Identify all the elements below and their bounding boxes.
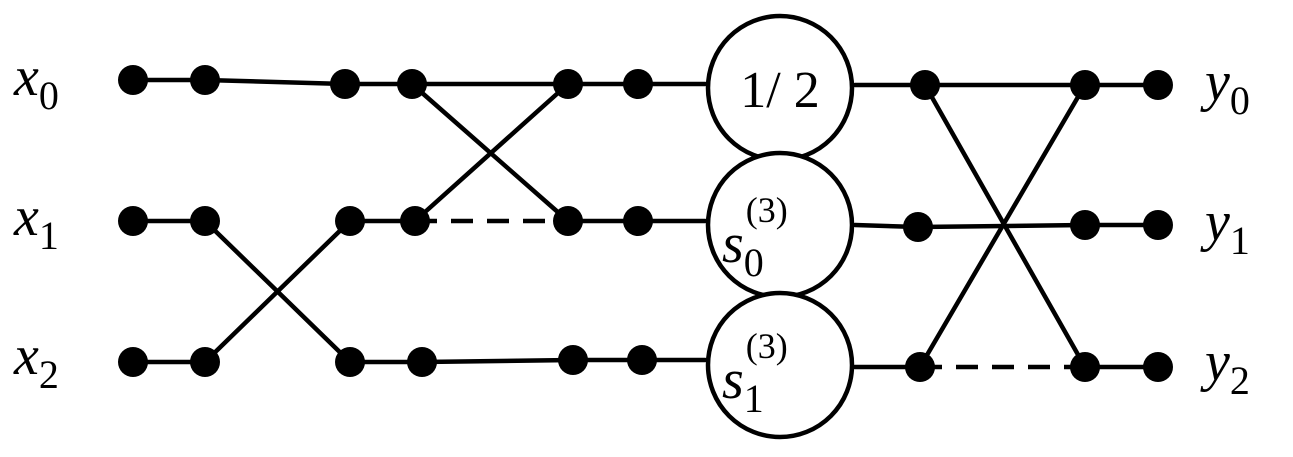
dot — [910, 70, 940, 100]
dashed-wires — [415, 218, 1085, 370]
dot — [553, 69, 583, 99]
dot — [190, 347, 220, 377]
dot — [1070, 70, 1100, 100]
node-s1 — [705, 290, 855, 440]
wire-row0-b — [202, 77, 348, 87]
dot — [400, 206, 430, 236]
node-s0-label: s0(3) — [722, 190, 788, 285]
node-s1-label: s1(3) — [722, 326, 788, 421]
dot — [330, 69, 360, 99]
dot — [397, 69, 427, 99]
dot — [558, 345, 588, 375]
dot — [190, 206, 220, 236]
dot — [1143, 210, 1173, 240]
dot — [118, 347, 148, 377]
wire-cross3-up — [917, 82, 1088, 370]
dot — [1143, 70, 1173, 100]
wire-cross2-up — [412, 81, 571, 224]
output-label-y1: y1 — [1200, 191, 1250, 263]
output-label-y0: y0 — [1200, 51, 1250, 123]
dot — [118, 206, 148, 236]
dot — [1070, 352, 1100, 382]
dot — [623, 206, 653, 236]
dot — [407, 347, 437, 377]
circle-nodes — [705, 13, 855, 440]
input-label-x0: x0 — [13, 46, 59, 118]
dot — [553, 206, 583, 236]
wire-cross1-up — [202, 218, 353, 365]
dot — [118, 65, 148, 95]
dot — [623, 69, 653, 99]
dot — [1070, 210, 1100, 240]
dot — [335, 206, 365, 236]
junction-dots — [118, 65, 1173, 382]
dot — [627, 345, 657, 375]
dot — [905, 352, 935, 382]
dot — [903, 212, 933, 242]
dot — [335, 347, 365, 377]
input-label-x2: x2 — [13, 325, 59, 397]
wire-row2-c — [419, 357, 576, 365]
input-label-x1: x1 — [13, 186, 59, 258]
output-label-y2: y2 — [1200, 331, 1250, 403]
dot — [190, 65, 220, 95]
node-half-label: 1/ 2 — [740, 62, 819, 119]
dot — [1143, 352, 1173, 382]
